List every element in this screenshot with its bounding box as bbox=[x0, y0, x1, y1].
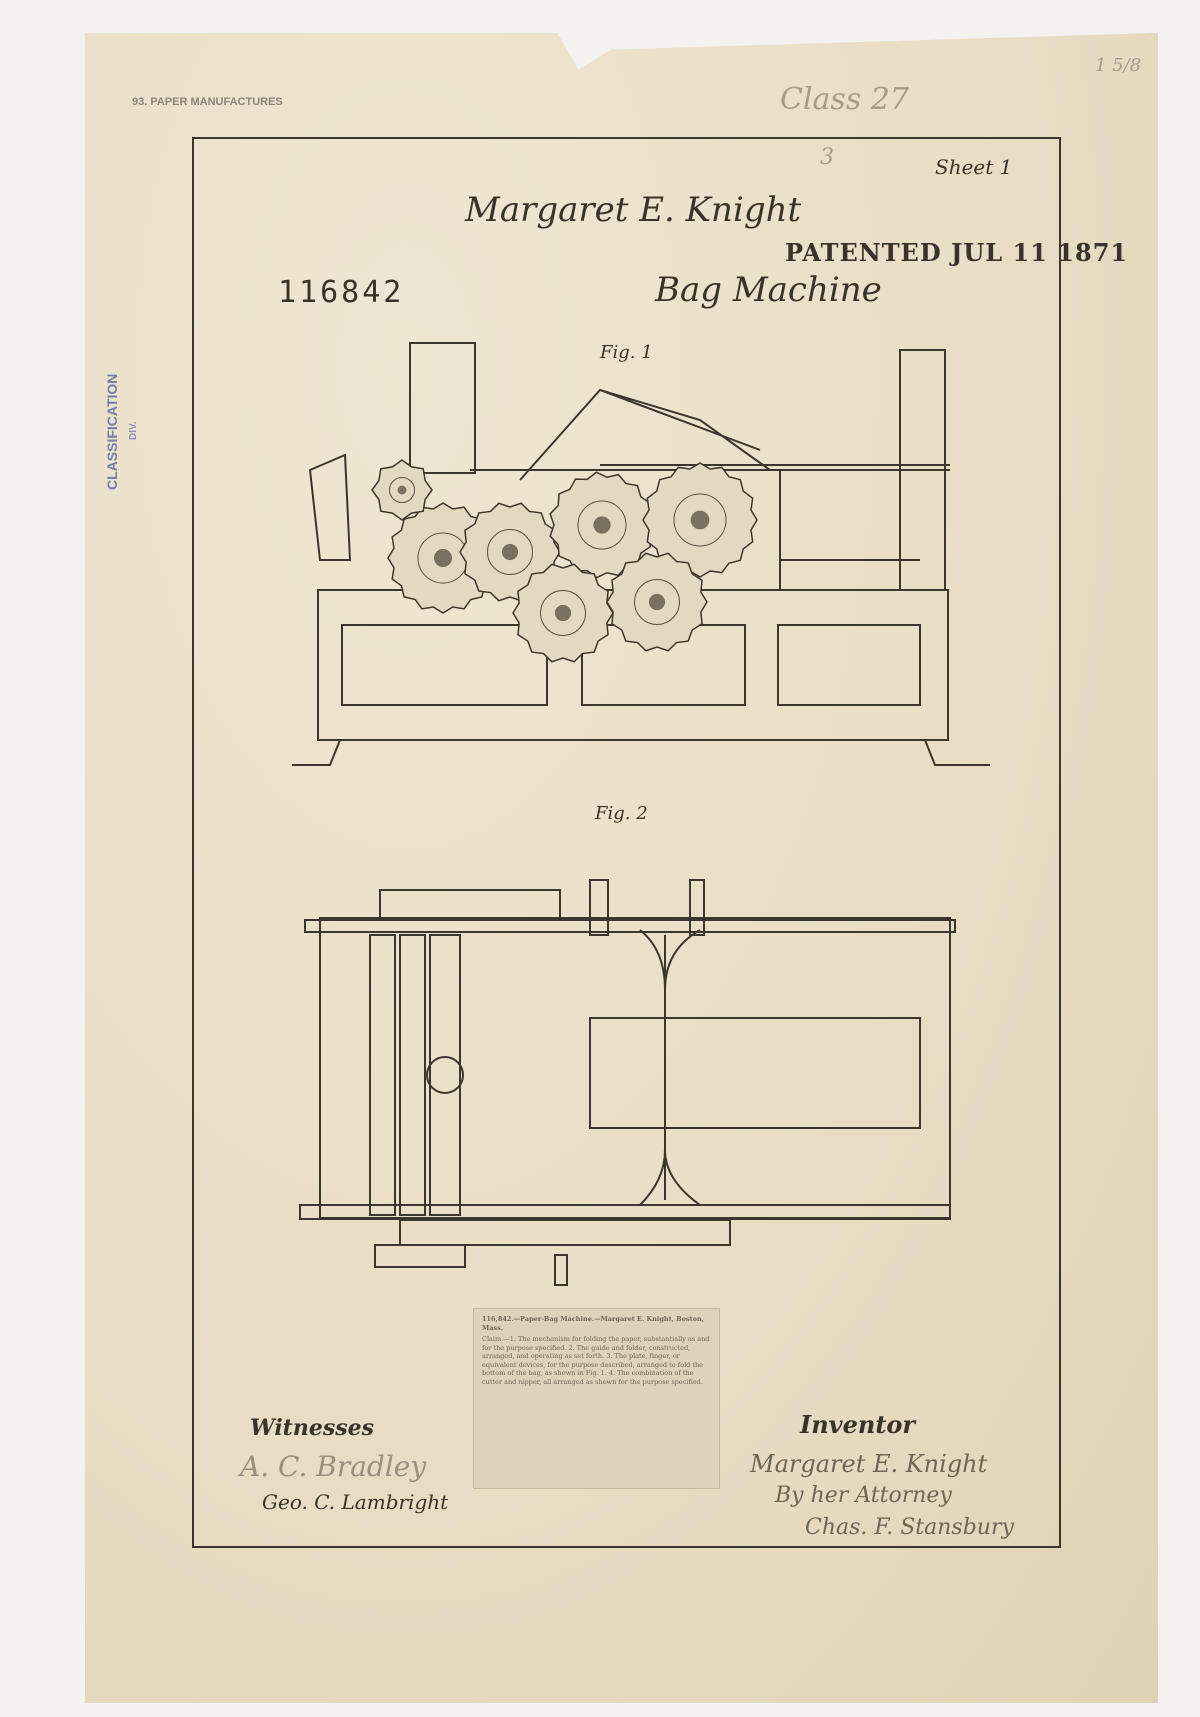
fig2-bottom-rail bbox=[299, 1204, 951, 1220]
fig1-label: Fig. 1 bbox=[600, 342, 653, 363]
fig1-lever bbox=[519, 388, 771, 481]
fig2-gear-row bbox=[379, 889, 561, 919]
gear-icon bbox=[642, 462, 758, 578]
patented-date-stamp: PATENTED JUL 11 1871 bbox=[785, 238, 1129, 267]
patent-paper bbox=[85, 33, 1158, 1703]
fig1-gears bbox=[371, 459, 758, 663]
fig2-gear-row bbox=[374, 1244, 466, 1268]
fig1-drawing bbox=[292, 342, 990, 766]
pencil-corner-note: 1 5/8 bbox=[1095, 55, 1142, 76]
witness-signature-2: Geo. C. Lambright bbox=[262, 1490, 449, 1514]
drawing-border bbox=[192, 137, 1061, 1548]
fig1-folder bbox=[308, 453, 352, 561]
fig2-bed bbox=[589, 1017, 921, 1129]
witness-signature-1: A. C. Bradley bbox=[240, 1450, 427, 1483]
gear-icon bbox=[371, 459, 433, 521]
fig2-crank bbox=[554, 1254, 568, 1286]
fig2-hex-nut bbox=[426, 1056, 464, 1094]
pencil-sheets-note: 3 bbox=[820, 145, 834, 170]
inventor-name: Margaret E. Knight bbox=[465, 190, 802, 230]
sheet-number: Sheet 1 bbox=[935, 155, 1013, 179]
fig1-feet bbox=[292, 739, 990, 766]
patent-claim-clipping: 116,842.—Paper-Bag Machine.—Margaret E. … bbox=[473, 1308, 720, 1489]
fig2-roller bbox=[399, 934, 426, 1216]
fig2-top-rail bbox=[304, 919, 956, 933]
inventor-label: Inventor bbox=[800, 1410, 916, 1439]
gear-icon bbox=[512, 563, 614, 663]
clipping-body: Claim.—1. The mechanism for folding the … bbox=[482, 1335, 710, 1386]
fig2-drawing bbox=[299, 879, 956, 1286]
fig2-label: Fig. 2 bbox=[595, 803, 648, 824]
inventor-signature: Margaret E. Knight bbox=[750, 1450, 988, 1478]
fig2-shaft bbox=[689, 879, 705, 936]
patent-number: 116842 bbox=[278, 275, 405, 310]
pencil-class-note: Class 27 bbox=[780, 82, 909, 117]
fig2-gear-row bbox=[399, 1219, 731, 1246]
gear-icon bbox=[606, 552, 708, 652]
fig1-panel bbox=[341, 624, 548, 706]
attorney-signature: Chas. F. Stansbury bbox=[805, 1515, 1014, 1540]
patent-title: Bag Machine bbox=[655, 270, 882, 310]
fig2-roller bbox=[369, 934, 396, 1216]
fig2-former bbox=[639, 929, 701, 1206]
witnesses-label: Witnesses bbox=[250, 1415, 374, 1441]
fig1-upright bbox=[409, 342, 476, 474]
clipping-heading: 116,842.—Paper-Bag Machine.—Margaret E. … bbox=[482, 1315, 704, 1332]
fig2-shaft bbox=[589, 879, 609, 936]
by-attorney-text: By her Attorney bbox=[775, 1483, 952, 1508]
classification-stamp: 93. PAPER MANUFACTURES bbox=[132, 96, 283, 108]
fig1-panel bbox=[777, 624, 921, 706]
fig2-outer-frame bbox=[319, 917, 951, 1219]
fig2-roller bbox=[429, 934, 461, 1216]
